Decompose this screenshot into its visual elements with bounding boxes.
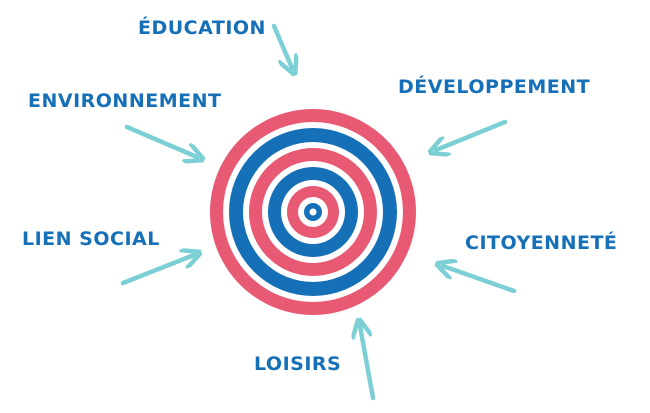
target-rings xyxy=(210,109,416,315)
arrow-developpement xyxy=(436,119,508,150)
target-bullseye-center xyxy=(309,208,317,216)
arrow-education xyxy=(271,23,292,68)
arrow-environnement xyxy=(124,124,197,157)
label-education: ÉDUCATION xyxy=(138,17,266,39)
arrow-loisirs xyxy=(360,326,376,401)
label-environnement: ENVIRONNEMENT xyxy=(28,90,222,112)
arrow-citoyennete xyxy=(443,266,517,294)
label-citoyennete: CITOYENNETÉ xyxy=(465,232,618,254)
arrow-lien-social xyxy=(120,255,194,286)
label-developpement: DÉVELOPPEMENT xyxy=(398,76,591,98)
label-loisirs: LOISIRS xyxy=(254,353,342,375)
label-lien-social: LIEN SOCIAL xyxy=(22,228,160,250)
